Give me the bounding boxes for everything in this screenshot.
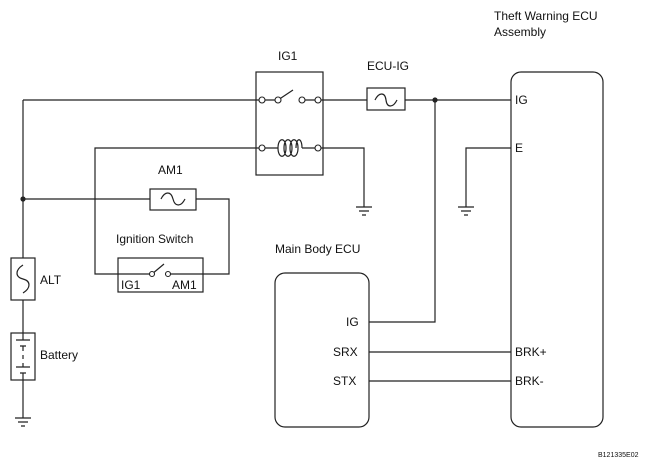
wire-am1-branch (23, 198, 230, 275)
battery-icon (16, 333, 30, 380)
ecu-pin-brk-plus: BRK+ (515, 345, 547, 359)
switch-am1-label: AM1 (172, 278, 197, 292)
alternator: ALT (10, 257, 62, 301)
mbecu-pin-stx: STX (333, 374, 356, 388)
wire-ig-branch (369, 100, 436, 323)
figure-code: B121335E02 (598, 452, 639, 459)
ground-icon (356, 206, 372, 216)
alt-label: ALT (40, 273, 62, 287)
wires (22, 99, 511, 418)
ig1-relay-label: IG1 (278, 49, 298, 63)
wire-coil-ground (323, 147, 365, 207)
theft-warning-ecu: Theft Warning ECU Assembly IG E BRK+ BRK… (494, 9, 604, 428)
switch-ig1-label: IG1 (121, 278, 141, 292)
main-body-ecu-label: Main Body ECU (275, 242, 360, 256)
ecu-pin-ig: IG (515, 93, 528, 107)
wire-e-ground (465, 147, 511, 207)
wire-ig1-control (94, 147, 256, 275)
ecu-ig-fuse-label: ECU-IG (367, 59, 409, 73)
main-body-ecu: Main Body ECU IG SRX STX (274, 242, 370, 428)
fuse-icon (374, 93, 398, 107)
mbecu-pin-srx: SRX (333, 345, 358, 359)
junction-dot (20, 196, 26, 202)
ground-icon (15, 417, 31, 427)
ecu-pin-e: E (515, 141, 523, 155)
junction-dot (432, 97, 438, 103)
am1-fuse: AM1 (149, 163, 197, 211)
relay-coil-icon (277, 139, 303, 157)
fuse-icon (160, 192, 186, 206)
ecu-title-line1: Theft Warning ECU (494, 9, 598, 23)
battery-label: Battery (40, 348, 78, 362)
am1-fuse-label: AM1 (158, 163, 183, 177)
ecu-title-line2: Assembly (494, 25, 546, 39)
mbecu-pin-ig: IG (346, 315, 359, 329)
ignition-switch: Ignition Switch IG1 AM1 (116, 232, 204, 293)
ig1-relay: IG1 (255, 49, 324, 176)
ecu-ig-fuse: ECU-IG (366, 59, 409, 111)
ecu-pin-brk-minus: BRK- (515, 374, 544, 388)
battery: Battery (10, 332, 78, 381)
ground-icon (458, 206, 474, 216)
alt-fuse-icon (16, 264, 30, 294)
ignition-switch-label: Ignition Switch (116, 232, 193, 246)
